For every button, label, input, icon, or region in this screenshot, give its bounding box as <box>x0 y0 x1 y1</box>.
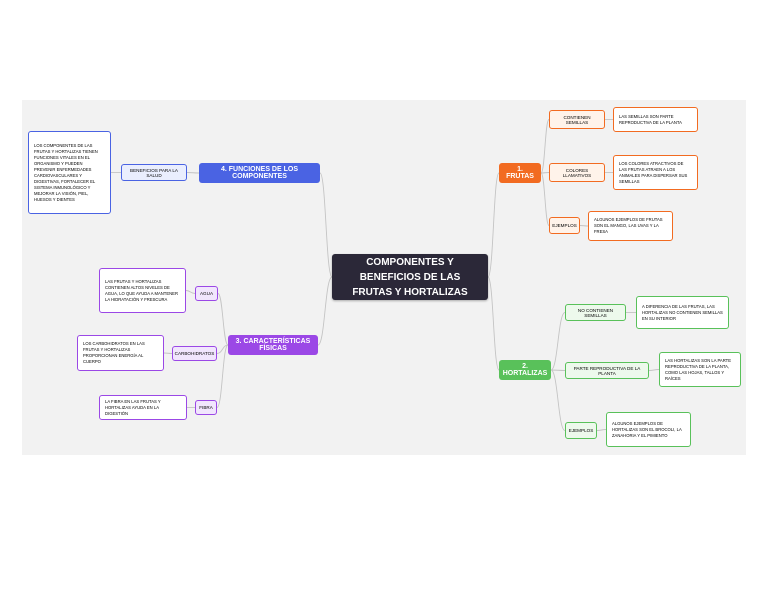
frutas-contienen-semillas-detail[interactable]: LAS SEMILLAS SON PARTE REPRODUCTIVA DE L… <box>613 107 698 132</box>
central-topic[interactable]: COMPONENTES Y BENEFICIOS DE LAS FRUTAS Y… <box>332 254 488 300</box>
hortalizas-ejemplos-detail[interactable]: ALGUNOS EJEMPLOS DE HORTALIZAS SON EL BR… <box>606 412 691 447</box>
topic-caracteristicas-label: 3. CARACTERÍSTICAS FÍSICAS <box>235 338 311 352</box>
connector-caracteristicas-carbohidratos-to-caracteristicas-carbohidratos-detail <box>163 352 173 354</box>
connector-topic-frutas-to-frutas-colores-llamativos <box>540 172 550 174</box>
connector-hortalizas-ejemplos-to-hortalizas-ejemplos-detail <box>596 429 607 431</box>
connector-central-topic-to-topic-funciones <box>319 172 333 278</box>
connector-topic-funciones-to-funciones-beneficios-salud <box>186 172 200 174</box>
caracteristicas-agua[interactable]: AGUA <box>195 286 218 301</box>
connector-central-topic-to-topic-caracteristicas <box>317 276 333 346</box>
connector-topic-caracteristicas-to-caracteristicas-carbohidratos <box>216 344 229 354</box>
central-title-line2: FRUTAS Y HORTALIZAS <box>352 286 468 298</box>
caracteristicas-carbohidratos[interactable]: CARBOHIDRATOS <box>172 346 217 361</box>
topic-caracteristicas[interactable]: 3. CARACTERÍSTICAS FÍSICAS <box>228 335 318 355</box>
frutas-ejemplos-detail[interactable]: ALGUNOS EJEMPLOS DE FRUTAS SON EL MANGO,… <box>588 211 673 241</box>
hortalizas-parte-reproductiva-detail[interactable]: LAS HORTALIZAS SON LA PARTE REPRODUCTIVA… <box>659 352 741 387</box>
connector-central-topic-to-topic-frutas <box>487 172 500 278</box>
topic-funciones-label: 4. FUNCIONES DE LOS COMPONENTES <box>220 166 298 180</box>
funciones-beneficios-salud[interactable]: BENEFICIOS PARA LA SALUD <box>121 164 187 181</box>
topic-hortalizas[interactable]: 2. HORTALIZAS <box>499 360 551 380</box>
frutas-colores-llamativos[interactable]: COLORES LLAMATIVOS <box>549 163 605 182</box>
hortalizas-parte-reproductiva[interactable]: PARTE REPRODUCTIVA DE LA PLANTA <box>565 362 649 379</box>
caracteristicas-carbohidratos-detail[interactable]: LOS CARBOHIDRATOS EN LAS FRUTAS Y HORTAL… <box>77 335 164 371</box>
hortalizas-no-contienen-semillas[interactable]: NO CONTIENEN SEMILLAS <box>565 304 626 321</box>
hortalizas-no-contienen-semillas-detail[interactable]: A DIFERENCIA DE LAS FRUTAS, LAS HORTALIZ… <box>636 296 729 329</box>
mindmap-canvas: COMPONENTES Y BENEFICIOS DE LAS FRUTAS Y… <box>22 100 746 455</box>
caracteristicas-agua-detail[interactable]: LAS FRUTAS Y HORTALIZAS CONTIENEN ALTOS … <box>99 268 186 313</box>
connector-lines <box>111 119 660 431</box>
frutas-contienen-semillas[interactable]: CONTIENEN SEMILLAS <box>549 110 605 129</box>
connector-topic-hortalizas-to-hortalizas-parte-reproductiva <box>550 369 566 371</box>
connector-topic-caracteristicas-to-caracteristicas-agua <box>217 293 229 346</box>
caracteristicas-fibra[interactable]: FIBRA <box>195 400 217 415</box>
topic-hortalizas-label: 2. HORTALIZAS <box>502 363 548 377</box>
frutas-ejemplos[interactable]: EJEMPLOS <box>549 217 580 234</box>
topic-frutas[interactable]: 1. FRUTAS <box>499 163 541 183</box>
funciones-beneficios-salud-detail[interactable]: LOS COMPONENTES DE LAS FRUTAS Y HORTALIZ… <box>28 131 111 214</box>
connector-topic-caracteristicas-to-caracteristicas-fibra <box>216 344 229 408</box>
frutas-colores-llamativos-detail[interactable]: LOS COLORES ATRACTIVOS DE LAS FRUTAS ATR… <box>613 155 698 190</box>
connector-hortalizas-parte-reproductiva-to-hortalizas-parte-reproductiva-detail <box>648 369 660 371</box>
caracteristicas-fibra-detail[interactable]: LA FIBRA EN LAS FRUTAS Y HORTALIZAS AYUD… <box>99 395 187 420</box>
topic-frutas-label: 1. FRUTAS <box>506 166 534 180</box>
central-title-line1: COMPONENTES Y BENEFICIOS DE LAS <box>359 256 461 283</box>
connector-topic-hortalizas-to-hortalizas-no-contienen-semillas <box>550 312 566 371</box>
topic-funciones[interactable]: 4. FUNCIONES DE LOS COMPONENTES <box>199 163 320 183</box>
connector-central-topic-to-topic-hortalizas <box>487 276 500 371</box>
connector-caracteristicas-agua-to-caracteristicas-agua-detail <box>185 290 196 294</box>
connector-topic-frutas-to-frutas-ejemplos <box>540 172 550 226</box>
hortalizas-ejemplos[interactable]: EJEMPLOS <box>565 422 597 439</box>
connector-topic-frutas-to-frutas-contienen-semillas <box>540 119 550 174</box>
connector-topic-hortalizas-to-hortalizas-ejemplos <box>550 369 566 431</box>
connector-frutas-ejemplos-to-frutas-ejemplos-detail <box>579 225 589 227</box>
